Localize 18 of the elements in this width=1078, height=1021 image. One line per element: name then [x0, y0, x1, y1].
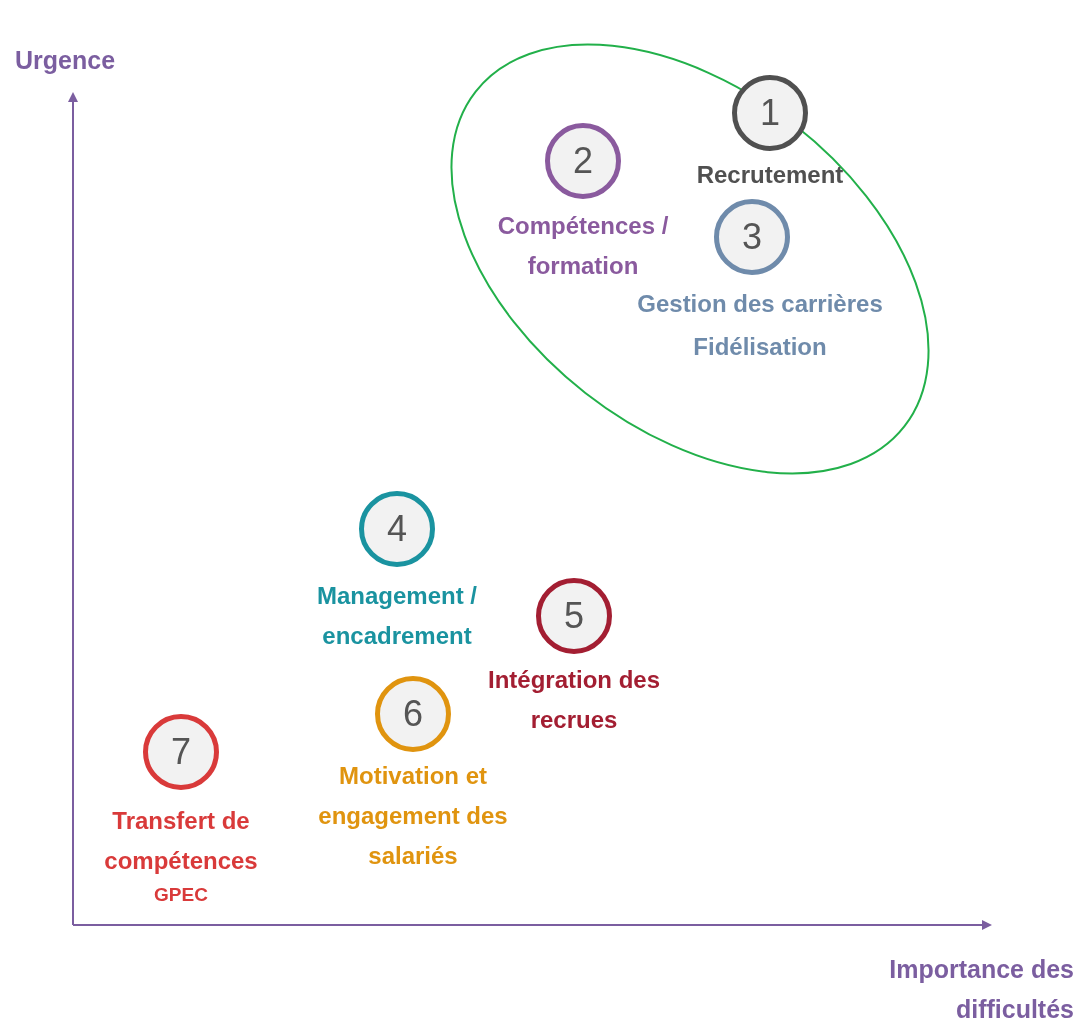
category-label: Compétences / formation [496, 211, 670, 281]
numbered-circle: 7 [143, 714, 219, 790]
axis-title: Urgence [15, 45, 116, 76]
numbered-circle: 5 [536, 578, 612, 654]
numbered-circle: 6 [375, 676, 451, 752]
category-label: Intégration des recrues [487, 665, 661, 735]
category-label: GPEC [154, 883, 208, 907]
category-label: Motivation et engagement des salariés [317, 761, 509, 871]
axis-title: Importance des difficultés [888, 954, 1074, 1021]
numbered-circle: 2 [545, 123, 621, 199]
numbered-circle: 1 [732, 75, 808, 151]
numbered-circle: 4 [359, 491, 435, 567]
category-label: Gestion des carrières [637, 289, 883, 319]
numbered-circle: 3 [714, 199, 790, 275]
category-label: Recrutement [696, 160, 844, 190]
category-label: Fidélisation [693, 332, 827, 362]
category-label: Management / encadrement [316, 581, 478, 651]
category-label: Transfert de compétences [103, 806, 259, 876]
